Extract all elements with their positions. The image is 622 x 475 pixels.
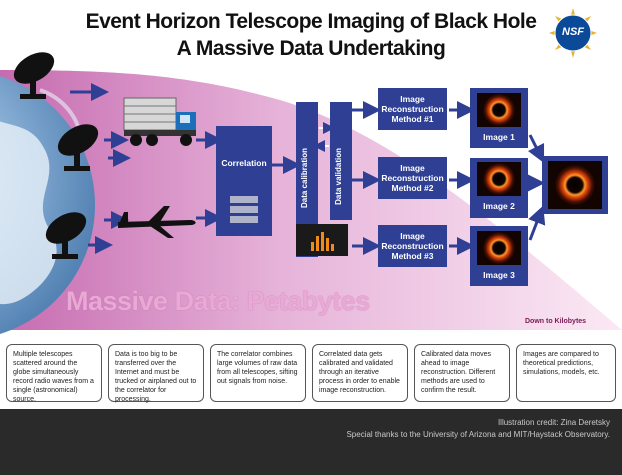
calibration-label: Data calibration: [300, 148, 309, 209]
validation-box: [330, 102, 352, 220]
page-subtitle: A Massive Data Undertaking: [176, 37, 446, 60]
server-icon: [230, 196, 258, 223]
image-label: Image 3: [483, 270, 515, 280]
correlation-label: Correlation: [221, 158, 267, 168]
nsf-logo-text: NSF: [562, 26, 584, 38]
black-hole-image-icon: [483, 94, 515, 126]
description-box: Data is too big to be transferred over t…: [108, 344, 204, 403]
radio-telescope-icon: [57, 124, 99, 171]
special-thanks: Special thanks to the University of Ariz…: [346, 430, 610, 439]
down-to-kilobytes-label: Down to Kilobytes: [525, 318, 587, 325]
description-box: Calibrated data moves ahead to image rec…: [414, 344, 510, 402]
airplane-icon: [118, 206, 196, 238]
method-label: Image Reconstruction Method #1: [381, 94, 444, 124]
nsf-logo: [549, 8, 597, 58]
footer-bar: [0, 409, 622, 475]
massive-data-label: Massive Data: Petabytes: [66, 286, 370, 316]
method-box: Image Reconstruction Method #3: [378, 225, 447, 267]
description-box: Multiple telescopes scattered around the…: [6, 344, 102, 403]
image-label: Image 2: [483, 201, 515, 211]
description-box: Correlated data gets calibrated and vali…: [312, 344, 408, 402]
image-label: Image 1: [483, 132, 515, 142]
method-box: Image Reconstruction Method #1: [378, 88, 447, 130]
method-label: Image Reconstruction Method #2: [381, 163, 444, 193]
method-label: Image Reconstruction Method #3: [381, 231, 444, 261]
page-title: Event Horizon Telescope Imaging of Black…: [85, 10, 537, 33]
method-box: Image Reconstruction Method #2: [378, 157, 447, 199]
description-box: Images are compared to theoretical predi…: [516, 344, 616, 402]
black-hole-image-icon: [483, 232, 515, 264]
illustration-credit: Illustration credit: Zina Deretsky: [497, 418, 610, 427]
flow-arrow: [528, 205, 546, 241]
radio-telescope-icon: [13, 52, 55, 99]
black-hole-image-icon: [483, 163, 515, 195]
calibration-box: [296, 102, 318, 257]
validation-label: Data validation: [334, 148, 343, 205]
truck-icon: [123, 97, 196, 146]
flow-arrow: [527, 134, 545, 164]
radio-telescope-icon: [45, 212, 87, 259]
black-hole-image-icon: [555, 165, 595, 205]
description-box: The correlator combines large volumes of…: [210, 344, 306, 402]
